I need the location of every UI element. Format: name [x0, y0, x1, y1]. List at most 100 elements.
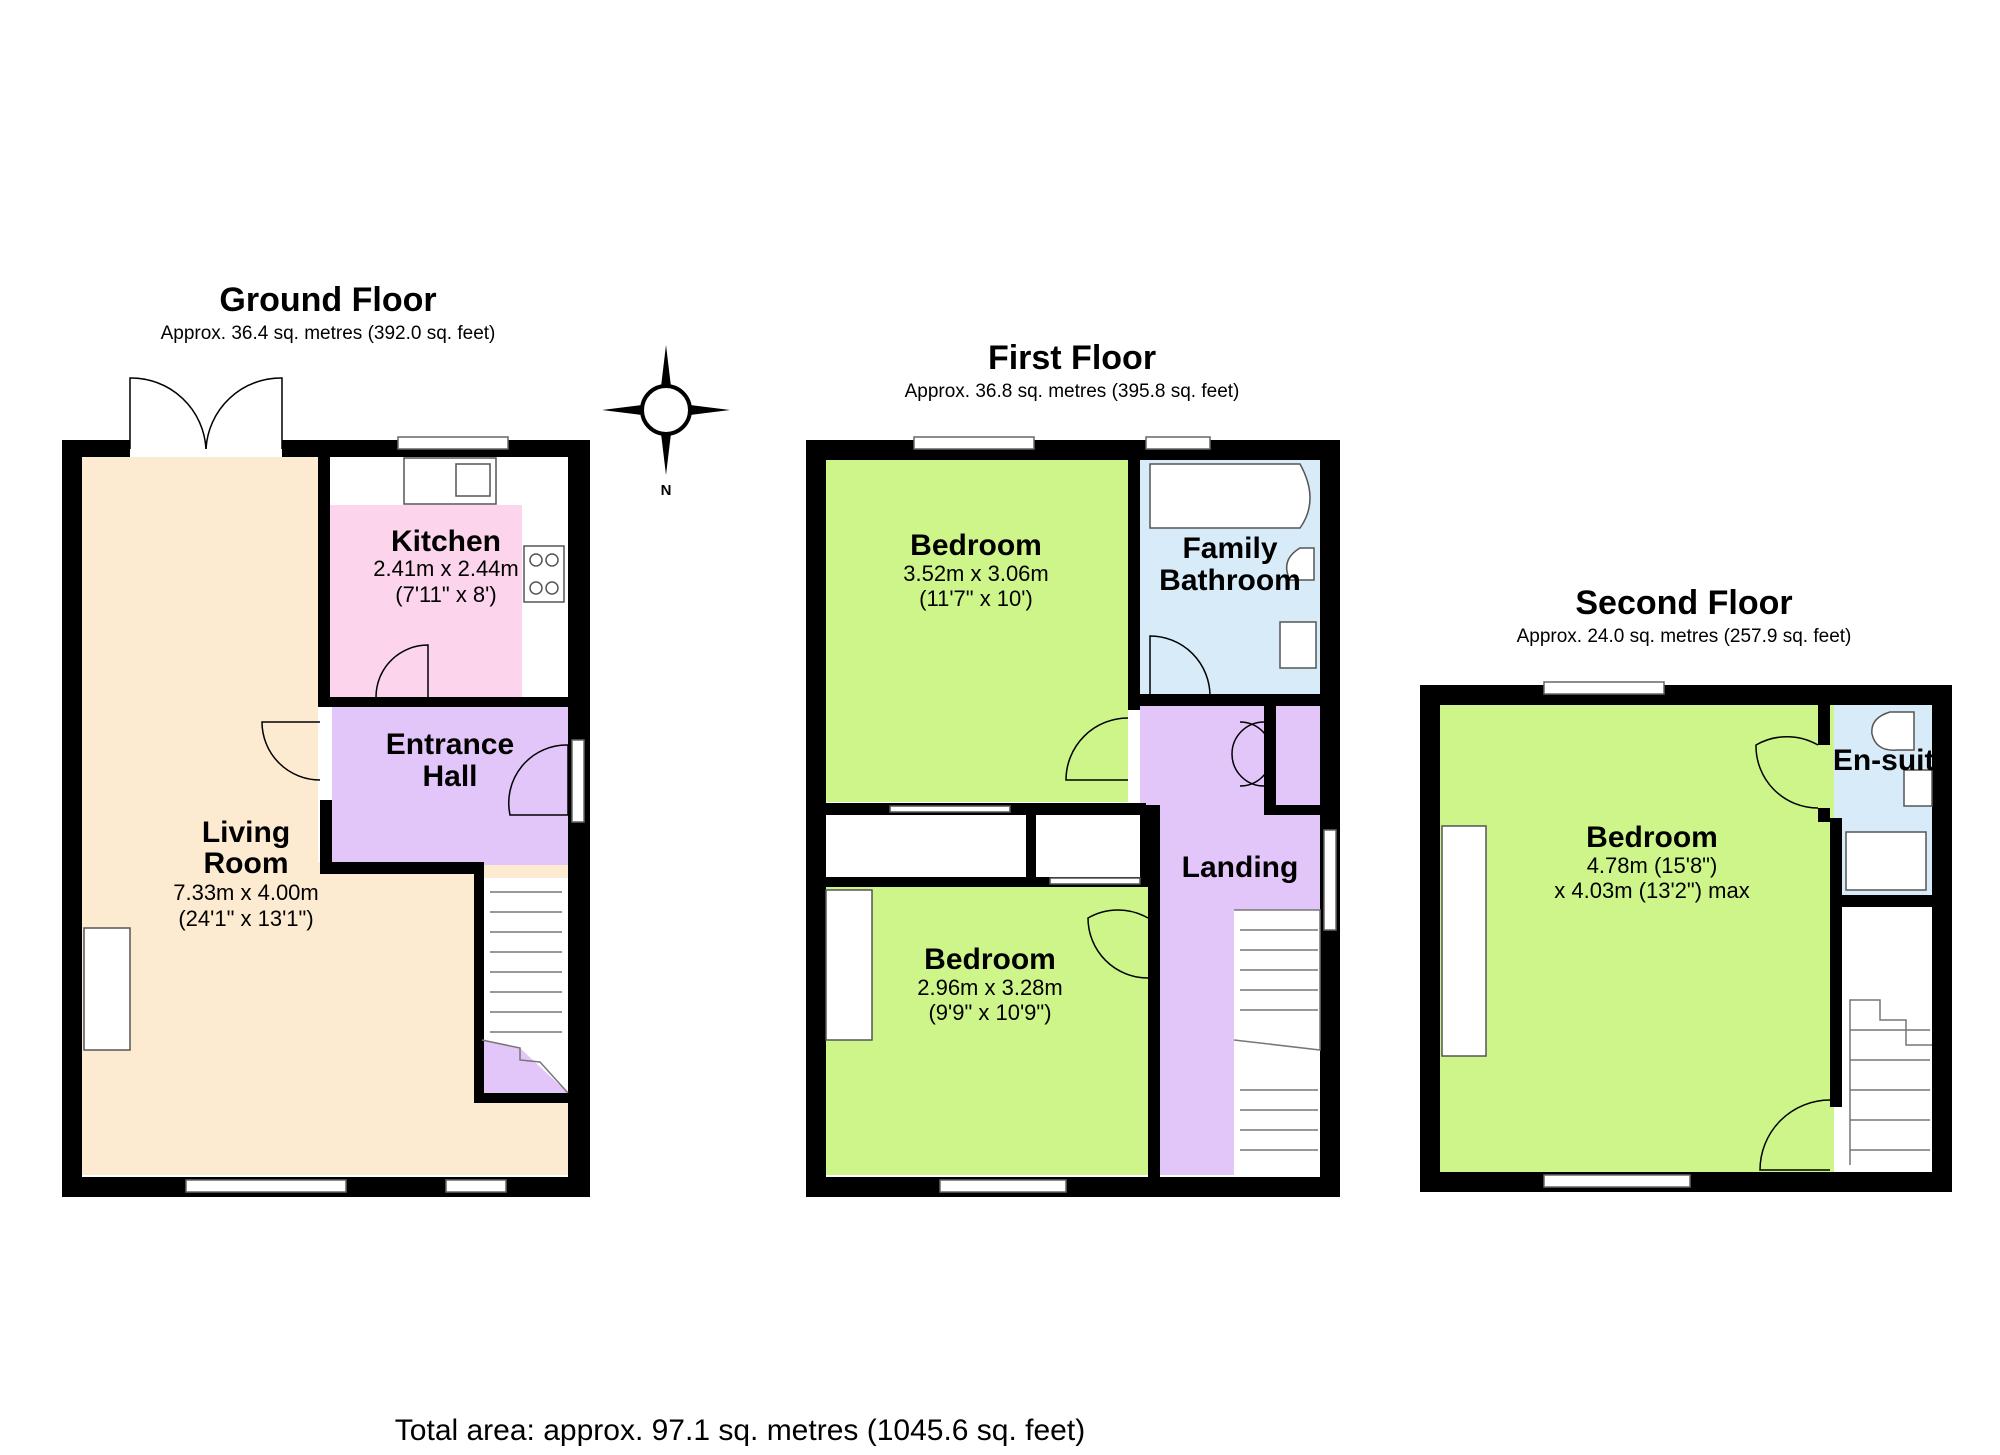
bedroom-1-fill: [826, 460, 1128, 802]
compass-icon: N: [602, 345, 730, 499]
hob-ring: [529, 581, 543, 595]
ground-floor-area: Approx. 36.4 sq. metres (392.0 sq. feet): [161, 323, 496, 344]
family-bathroom-label: Family: [1182, 532, 1277, 565]
bedroom-1-door: [1065, 717, 1129, 781]
gf-window-hall-right: [571, 739, 585, 823]
bedroom-1-dimensions-imperial: (11'7" x 10'): [919, 586, 1033, 611]
ff-wall-top: [806, 440, 1340, 460]
hob-ring: [529, 553, 543, 567]
kitchen-dimensions: 2.41m x 2.44m: [373, 556, 519, 581]
bedroom-2-dimensions: 2.96m x 3.28m: [917, 975, 1063, 1000]
ff-window-bed2: [939, 1179, 1067, 1193]
sf-wall-ensuite-bottom: [1836, 895, 1932, 907]
ensuite-shower: [1845, 831, 1927, 891]
gf-wall-hall-left: [320, 800, 332, 868]
bedroom-2-label: Bedroom: [924, 943, 1056, 976]
living-room-fill: [82, 457, 318, 1175]
ff-bed2-wardrobe: [825, 889, 873, 1041]
bedroom-2-dimensions-imperial: (9'9" x 10'9"): [928, 1000, 1051, 1025]
stair-ground-lower-fill: [482, 1040, 568, 1093]
ff-wall-wardrobe-div: [1026, 815, 1036, 887]
landing-cupboard-door-1: [1239, 721, 1273, 787]
sf-wall-left: [1420, 685, 1440, 1192]
sf-wall-inner: [1830, 818, 1842, 1098]
gf-wall-kitchen-bottom: [318, 697, 568, 707]
french-door-left: [129, 377, 207, 450]
gf-wall-stair-left: [474, 862, 484, 1102]
wardrobe-fill: [826, 815, 1026, 877]
living-room-label-2: Room: [204, 847, 289, 880]
sf-window-bottom: [1543, 1174, 1691, 1188]
living-room-dimensions: 7.33m x 4.00m: [173, 880, 319, 905]
family-bathroom-label-2: Bathroom: [1159, 564, 1301, 597]
gf-wall-left: [62, 440, 82, 1197]
bedroom-2-door: [1087, 909, 1149, 979]
compass-north-label: N: [661, 482, 672, 499]
ensuite-door: [1755, 735, 1819, 809]
first-floor-title: First Floor: [988, 339, 1156, 377]
front-door: [507, 744, 569, 816]
total-area: Total area: approx. 97.1 sq. metres (104…: [395, 1414, 1085, 1447]
ff-wall-bottom: [806, 1177, 1340, 1197]
first-floor-staircase: [1233, 909, 1321, 1151]
ff-window-bed1: [913, 436, 1035, 450]
ff-wall-bath-bottom: [1140, 694, 1320, 706]
landing-cupboard-door-2: [1231, 721, 1265, 787]
ensuite-washbasin: [1903, 769, 1933, 807]
hob-ring: [545, 581, 559, 595]
living-room-dimensions-imperial: (24'1" x 13'1"): [178, 906, 313, 931]
second-floor-area: Approx. 24.0 sq. metres (257.9 sq. feet): [1517, 626, 1852, 647]
bedroom-1-label: Bedroom: [910, 529, 1042, 562]
second-floor-staircase: [1849, 999, 1932, 1165]
kitchen-hob: [523, 545, 565, 603]
gf-wall-stair-bottom: [474, 1093, 570, 1103]
ff-wall-bed1-right: [1128, 460, 1140, 710]
bedroom-3-dimensions-2: x 4.03m (13'2") max: [1554, 878, 1749, 903]
ff-window-bath: [1145, 436, 1211, 450]
ground-floor: Ground Floor Approx. 36.4 sq. metres (39…: [62, 281, 590, 1197]
bedroom-3-fill-right: [1800, 815, 1834, 1095]
gf-wall-hall-bottom: [320, 862, 480, 874]
second-floor-title: Second Floor: [1575, 584, 1792, 622]
sf-wall-ensuite-left: [1818, 705, 1830, 745]
ff-wardrobe-rail: [889, 805, 1011, 813]
ground-floor-title: Ground Floor: [219, 281, 436, 319]
ff-window-landing: [1323, 829, 1337, 931]
gf-living-fireplace: [83, 927, 131, 1051]
washbasin: [1279, 621, 1317, 669]
sf-wall-ensuite-left-2: [1818, 808, 1830, 822]
kitchen-label: Kitchen: [391, 525, 501, 558]
sf-wall-stair-bottom: [1830, 1095, 1842, 1107]
ground-staircase: [481, 891, 569, 1094]
ensuite-toilet: [1871, 711, 1915, 751]
toilet: [1285, 547, 1315, 581]
bath-tub: [1149, 463, 1311, 529]
ff-wall-landing-cupboard: [1264, 705, 1276, 815]
gf-window-top: [397, 436, 509, 450]
bedroom-1-dimensions: 3.52m x 3.06m: [903, 561, 1049, 586]
ff-stair-fill: [1234, 910, 1320, 1175]
sf-bedroom-wardrobe: [1441, 825, 1487, 1057]
cupboard-fill: [1036, 815, 1146, 877]
en-suite-label: En-suite: [1833, 744, 1951, 777]
kitchen-sink-basin: [455, 463, 491, 497]
bedroom-3-label: Bedroom: [1586, 821, 1718, 854]
entrance-hall-label: Entrance: [386, 728, 514, 761]
kitchen-dimensions-imperial: (7'11" x 8'): [395, 582, 496, 607]
bedroom-3-dimensions: 4.78m (15'8"): [1587, 853, 1718, 878]
sf-wall-right: [1932, 685, 1952, 1192]
first-floor-area: Approx. 36.8 sq. metres (395.8 sq. feet): [905, 381, 1240, 402]
bedroom-2-fill: [826, 887, 1148, 1175]
gf-wall-top-left: [62, 440, 130, 457]
stair-door: [1759, 1099, 1831, 1171]
ff-wall-landing-cupboard-bottom: [1264, 805, 1320, 815]
ff-wall-cupboard-right: [1140, 805, 1152, 887]
entrance-hall-label-2: Hall: [422, 760, 477, 793]
gf-window-bottom-1: [185, 1179, 347, 1193]
ff-cupboard-rail: [1049, 877, 1141, 885]
hob-ring: [545, 553, 559, 567]
ff-wall-wardrobe-bottom: [826, 877, 1148, 887]
sf-window-top: [1543, 681, 1665, 695]
landing-label: Landing: [1182, 851, 1299, 884]
